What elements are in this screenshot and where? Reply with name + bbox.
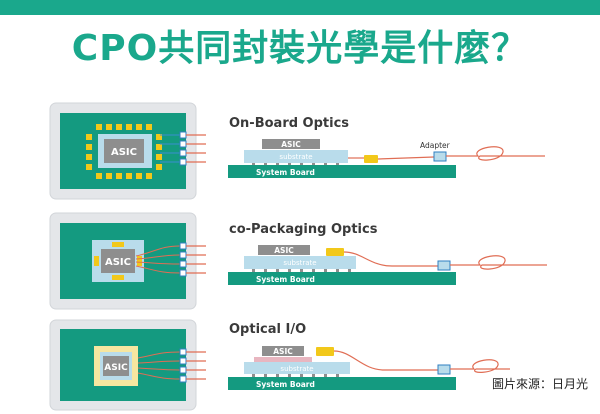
system-board-label: System Board — [256, 275, 315, 284]
system-board-label: System Board — [256, 380, 315, 389]
sideview-co-packaging: System Board substrate ASIC — [228, 245, 547, 285]
sideview-on-board: System Board substrate ASIC Adapter — [228, 139, 545, 178]
row-title-optical-io: Optical I/O — [229, 322, 306, 337]
sideview-optical-io: System Board substrate ASIC — [228, 346, 510, 390]
adapter — [433, 151, 447, 162]
substrate-label: substrate — [280, 365, 313, 373]
row-on-board: ASIC On-Board Optics System Board substr… — [49, 102, 545, 200]
topview-co-packaging: ASIC — [49, 212, 206, 310]
optical-engine — [326, 248, 344, 256]
asic-label: ASIC — [111, 147, 137, 158]
topview-on-board: ASIC — [49, 102, 206, 200]
optical-engine — [316, 347, 334, 356]
top-accent-bar — [0, 0, 600, 15]
adapter — [437, 260, 451, 271]
asic-label: ASIC — [105, 257, 131, 268]
row-optical-io: ASIC Optical I/O System Board substrate — [49, 319, 510, 411]
asic-label-side: ASIC — [281, 140, 301, 149]
row-co-packaging: ASIC co-Packaging Optics System Board su… — [49, 212, 547, 310]
row-title-on-board: On-Board Optics — [229, 116, 349, 131]
asic-label: ASIC — [104, 363, 128, 373]
row-title-co-packaging: co-Packaging Optics — [229, 222, 378, 237]
fiber-loop — [450, 359, 510, 373]
fiber-loop — [446, 146, 545, 161]
asic-label-side: ASIC — [274, 246, 294, 255]
asic-label-side: ASIC — [273, 347, 293, 356]
optical-engine — [364, 155, 378, 163]
asic-chip-topview — [104, 139, 144, 163]
adapter — [437, 364, 451, 375]
substrate-label: substrate — [283, 259, 316, 267]
page-title: CPO共同封裝光學是什麼？ — [71, 28, 529, 69]
adapter-label: Adapter — [420, 141, 451, 150]
topview-optical-io: ASIC — [49, 319, 206, 411]
fiber-loop — [450, 255, 547, 270]
substrate-label: substrate — [279, 153, 312, 161]
system-board-label: System Board — [256, 168, 315, 177]
image-credit: 圖片來源：日月光 — [491, 377, 588, 391]
